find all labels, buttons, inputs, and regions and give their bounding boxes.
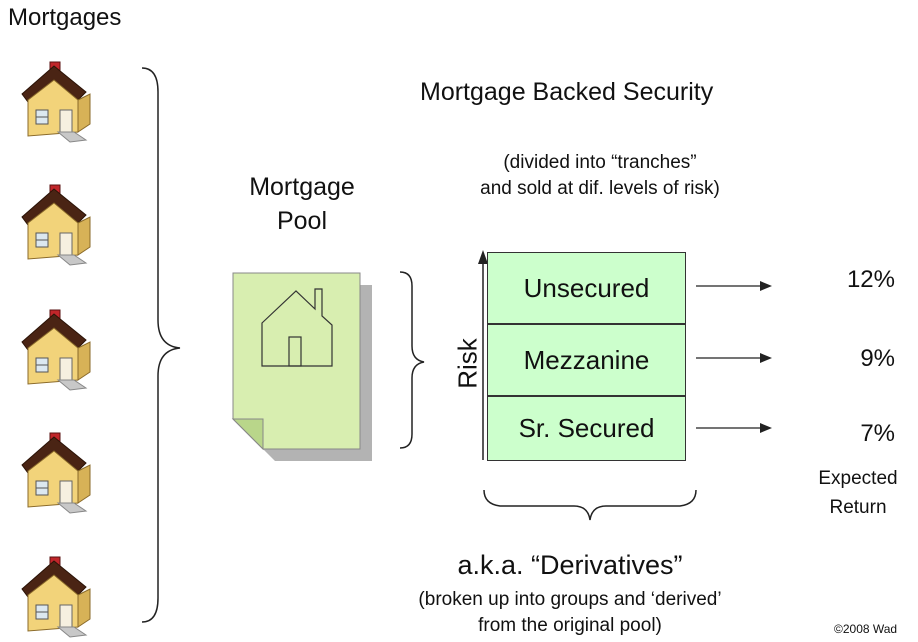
pool-title-line1: Mortgage: [249, 173, 355, 201]
mortgages-title: Mortgages: [8, 4, 122, 31]
house-icon: [21, 556, 91, 638]
pool-title-line2: Pool: [276, 207, 328, 235]
mbs-title: Mortgage Backed Security: [420, 78, 714, 106]
risk-label: Risk: [452, 338, 483, 389]
tranche-mezzanine: Mezzanine: [487, 324, 686, 396]
expected-return-line2: Return: [829, 497, 887, 518]
derivatives-subtitle-line1: (broken up into groups and ‘derived’: [418, 589, 722, 610]
risk-axis-arrow: [478, 250, 488, 460]
return-value: 7%: [860, 420, 895, 447]
mortgages-brace: [141, 67, 181, 623]
house-icon: [21, 432, 91, 514]
return-arrow: [696, 423, 772, 433]
tranche-label: Mezzanine: [523, 344, 650, 375]
return-arrow: [696, 353, 772, 363]
tranche-sr-secured: Sr. Secured: [487, 396, 686, 461]
return-arrow: [696, 281, 772, 291]
return-value: 9%: [860, 345, 895, 372]
return-value: 12%: [846, 266, 895, 293]
pool-brace: [399, 271, 425, 449]
mbs-subtitle-line2: and sold at dif. levels of risk): [480, 178, 720, 199]
tranche-unsecured: Unsecured: [487, 252, 686, 324]
house-icon: [21, 309, 91, 391]
house-icon: [21, 184, 91, 266]
house-icon: [21, 61, 91, 143]
copyright: ©2008 Wad: [834, 622, 898, 636]
tranche-label: Sr. Secured: [518, 413, 655, 443]
document-house-icon: [231, 272, 372, 461]
derivatives-title: a.k.a. “Derivatives”: [457, 550, 683, 580]
derivatives-subtitle-line2: from the original pool): [478, 615, 662, 636]
tranche-label: Unsecured: [523, 272, 650, 303]
expected-return-line1: Expected: [818, 468, 898, 489]
mbs-subtitle-line1: (divided into “tranches”: [503, 152, 697, 173]
derivatives-brace: [483, 489, 697, 521]
